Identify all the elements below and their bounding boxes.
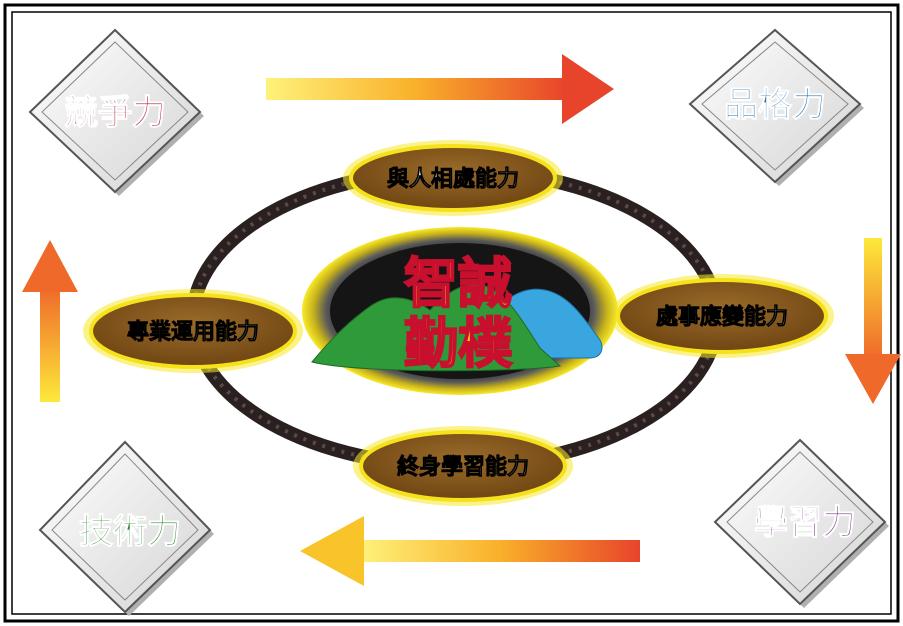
diamond-bottom-right: 學習力: [713, 438, 889, 608]
ability-oval-right: 處事應變能力: [610, 274, 834, 358]
corner-label-character: 品格力: [724, 85, 826, 125]
arrow-left: [300, 516, 640, 586]
ability-label-professional-application: 專業運用能力: [127, 319, 259, 345]
arrow-up: [22, 240, 78, 402]
center-motto-line2: 勤樸: [404, 312, 513, 375]
diamond-bottom-left: 技術力: [38, 440, 214, 616]
inner-frame: [11, 11, 892, 615]
ability-oval-left: 專業運用能力: [83, 289, 303, 373]
ability-label-adaptability: 處事應變能力: [656, 304, 788, 330]
arrow-right: [266, 54, 614, 124]
center-emblem: 智誠 勤樸: [302, 227, 618, 395]
diamond-top-right: 品格力: [688, 28, 864, 186]
ability-label-lifelong-learning: 終身學習能力: [397, 454, 529, 480]
ability-label-interpersonal: 與人相處能力: [387, 166, 519, 192]
diamond-top-left: 競爭力: [28, 28, 204, 196]
arrow-down: [845, 238, 901, 404]
corner-label-learning: 學習力: [754, 503, 856, 543]
corner-label-competitiveness: 競爭力: [64, 93, 166, 133]
mountain-green: [311, 283, 562, 372]
ability-oval-top: 與人相處能力: [343, 140, 563, 216]
center-motto-line1: 智誠: [404, 252, 512, 315]
ability-oval-bottom: 終身學習能力: [353, 426, 573, 506]
corner-label-technical: 技術力: [79, 512, 181, 552]
